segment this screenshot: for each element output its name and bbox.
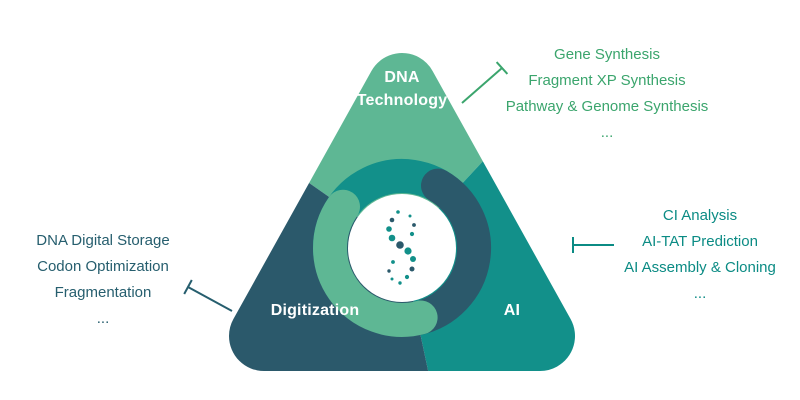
segment-label-digitization: Digitization [270, 302, 360, 319]
segment-label-dna-line1: DNA [384, 69, 420, 86]
annotation-item: Fragment XP Synthesis [528, 72, 686, 89]
annotation-item: Codon Optimization [37, 258, 169, 275]
annotation-item: CI Analysis [662, 207, 738, 224]
annotation-item: Pathway & Genome Synthesis [505, 98, 709, 115]
annotation-list-dna-technology: Gene Synthesis Fragment XP Synthesis Pat… [490, 42, 724, 146]
dna-helix-icon [386, 210, 416, 285]
annotation-item: AI-TAT Prediction [642, 233, 758, 250]
swirl-arc-green [313, 189, 438, 337]
segment-label-dna-line2: Technology [356, 92, 448, 109]
annotation-item-ellipsis: ... [96, 310, 110, 327]
swirl-arc-dark [400, 168, 492, 336]
annotation-item: Gene Synthesis [554, 46, 660, 63]
annotation-item: Fragmentation [54, 284, 152, 301]
segment-label-ai: AI [503, 302, 521, 319]
annotation-item-ellipsis: ... [600, 124, 614, 141]
annotation-item: AI Assembly & Cloning [624, 259, 776, 276]
annotation-list-ai: CI Analysis AI-TAT Prediction AI Assembl… [595, 203, 800, 307]
segment-label-dna-technology: DNA Technology [342, 66, 462, 112]
annotation-item-ellipsis: ... [693, 285, 707, 302]
annotation-list-digitization: DNA Digital Storage Codon Optimization F… [5, 228, 201, 332]
annotation-item: DNA Digital Storage [36, 232, 170, 249]
